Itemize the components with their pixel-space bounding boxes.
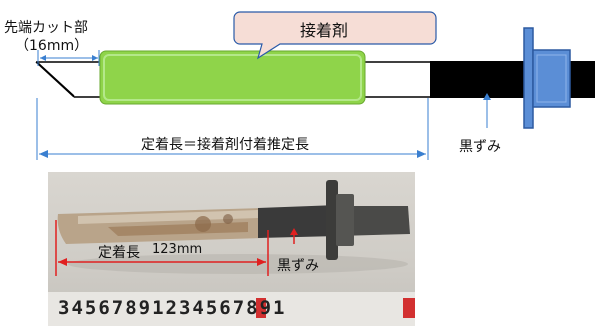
photo-black-stain-label: 黒ずみ xyxy=(277,258,319,274)
adhesive-label: 接着剤 xyxy=(300,21,349,40)
tip-cut-size: （16mm） xyxy=(15,38,89,54)
nut xyxy=(532,49,571,108)
anchorage-length-label: 定着長＝接着剤付着推定長 xyxy=(141,137,309,153)
photo-ruler-digits: 34567891234567891 xyxy=(58,297,287,319)
black-stain-label: 黒ずみ xyxy=(459,139,501,155)
tip-cut-line xyxy=(37,62,75,97)
tip-cut-label: 先端カット部 xyxy=(4,20,88,36)
bolt-photo: 34567891234567891 定着長 123mm 黒ずみ xyxy=(48,172,415,326)
photo-washer xyxy=(326,180,338,260)
adhesive-callout xyxy=(233,11,437,60)
photo-nut xyxy=(336,194,354,246)
photo-anchorage-marks xyxy=(55,220,298,276)
photo-dark-shaft xyxy=(258,205,338,238)
adhesive-block xyxy=(99,50,366,105)
photo-drawing xyxy=(48,180,415,326)
photo-ruler xyxy=(48,292,415,326)
bolt-schematic xyxy=(35,11,595,160)
photo-anchorage-label: 定着長 xyxy=(98,245,140,261)
washer xyxy=(523,27,534,129)
photo-anchorage-value: 123mm xyxy=(152,242,203,257)
